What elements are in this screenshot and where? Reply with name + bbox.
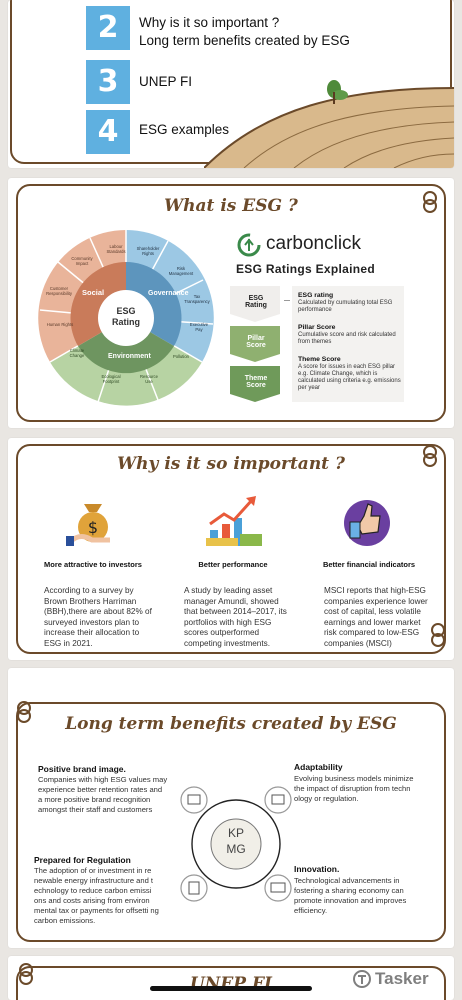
benefit-heading-adaptability: Adaptability: [294, 762, 343, 772]
theme-resource-use: Resource Use: [140, 374, 158, 384]
what-is-esg-slide: What is ESG ? ESG Rating Social Governan…: [8, 178, 454, 428]
corner-curl-top-right: [423, 445, 437, 467]
hill-illustration: [204, 87, 454, 168]
growth-chart-icon: [206, 496, 262, 546]
agenda-number-4: 4: [86, 110, 130, 154]
theme-labour-standards: Labour Standards: [106, 244, 126, 254]
pillar-social: Social: [82, 288, 105, 297]
brand-name: carbonclick: [266, 233, 362, 254]
stack-esg-rating: ESG Rating: [245, 295, 267, 309]
column-body-financial: MSCI reports that high-ESG companies exp…: [324, 586, 428, 648]
unep-fi-slide: UNEP FI: [8, 956, 454, 1000]
benefit-heading-innovation: Innovation.: [294, 864, 340, 874]
theme-pollution: Pollution: [172, 354, 190, 359]
benefits-slide: Long term benefits created by ESG KP MG …: [8, 668, 454, 948]
carbonclick-logo-icon: [237, 233, 261, 257]
chart-subtitle: ESG Ratings Explained: [236, 262, 375, 276]
agenda-number-3: 3: [86, 60, 130, 104]
theme-tax-transparency: Tax Transparency: [184, 294, 210, 304]
center-label-mg: MG: [226, 842, 246, 856]
column-heading-performance: Better performance: [198, 560, 268, 569]
definition-esg-rating: ESG rating Calculated by cumulating tota…: [298, 292, 393, 313]
column-body-performance: A study by leading asset manager Amundi,…: [184, 586, 287, 648]
money-bag-icon: $: [66, 504, 110, 546]
score-stack-arrows: [230, 286, 280, 402]
definition-pillar-score: Pillar Score Cumulative score and risk c…: [298, 324, 396, 345]
slide-title: Why is it so important ?: [117, 454, 345, 474]
corner-curl-top-left: [19, 963, 33, 985]
slide-frame: [16, 966, 446, 1000]
stack-pillar-score: Pillar Score: [246, 335, 266, 349]
agenda-item-3[interactable]: UNEP FI: [139, 74, 193, 89]
theme-executive-pay: Executive Pay: [189, 322, 209, 332]
slide-frame: [16, 444, 446, 654]
theme-customer-responsibility: Customer Responsibility: [46, 286, 72, 296]
center-label-kp: KP: [227, 826, 244, 840]
theme-climate-change: Climate Change: [69, 348, 85, 358]
agenda-item-2[interactable]: Why is it so important ? Long term benef…: [139, 15, 350, 48]
agenda-item-4[interactable]: ESG examples: [139, 122, 230, 137]
column-body-investors: According to a survey by Brown Brothers …: [44, 586, 152, 648]
tasker-watermark: Tasker: [352, 968, 429, 990]
benefit-body-brand: Companies with high ESG values may exper…: [38, 775, 168, 814]
definition-theme-score: Theme Score A score for issues in each E…: [298, 356, 401, 391]
wheel-center-label: ESG Rating: [112, 306, 140, 327]
theme-ecological-footprint: Ecological Footprint: [101, 374, 121, 384]
agenda-number-2: 2: [86, 6, 130, 50]
benefit-body-innovation: Technological advancements in fostering …: [294, 876, 407, 915]
tasker-logo-icon: [353, 970, 371, 988]
esg-wheel-diagram: [38, 230, 214, 406]
corner-curl-top-right: [423, 191, 437, 213]
slide-frame: [16, 184, 446, 422]
pillar-environment: Environment: [108, 353, 151, 360]
theme-community-impact: Community Impact: [71, 256, 93, 266]
theme-shareholder-rights: Shareholder Rights: [136, 246, 160, 256]
slide-title: What is ESG ?: [164, 196, 298, 216]
slide-title: Long term benefits created by ESG: [65, 714, 397, 734]
agenda-slide: 2 Why is it so important ? Long term ben…: [8, 0, 454, 168]
pillar-governance: Governance: [148, 290, 189, 297]
benefit-body-regulation: The adoption of or investment in re newa…: [34, 866, 159, 925]
stack-theme-score: Theme Score: [244, 375, 268, 389]
definitions-panel: [292, 286, 404, 402]
benefit-heading-brand: Positive brand image.: [38, 764, 126, 774]
thumbs-up-icon: [344, 500, 390, 546]
kpmg-cycle-diagram: [180, 786, 292, 902]
column-heading-investors: More attractive to investors: [44, 560, 142, 569]
svg-text:$: $: [88, 518, 98, 537]
theme-risk-management: Risk Management: [168, 266, 194, 276]
why-important-slide: Why is it so important ? $ More attracti…: [8, 438, 454, 660]
benefit-heading-regulation: Prepared for Regulation: [34, 855, 131, 865]
corner-curl-top-left: [17, 701, 31, 723]
slide-frame: [16, 702, 446, 942]
benefit-body-adaptability: Evolving business models minimize the im…: [294, 774, 414, 803]
definition-connector: [284, 300, 290, 301]
tree-icon: [327, 80, 348, 104]
column-heading-financial: Better financial indicators: [322, 560, 416, 569]
corner-curl-bottom-right: [431, 623, 445, 647]
home-indicator[interactable]: [150, 986, 312, 991]
theme-human-rights: Human Rights: [46, 322, 74, 327]
